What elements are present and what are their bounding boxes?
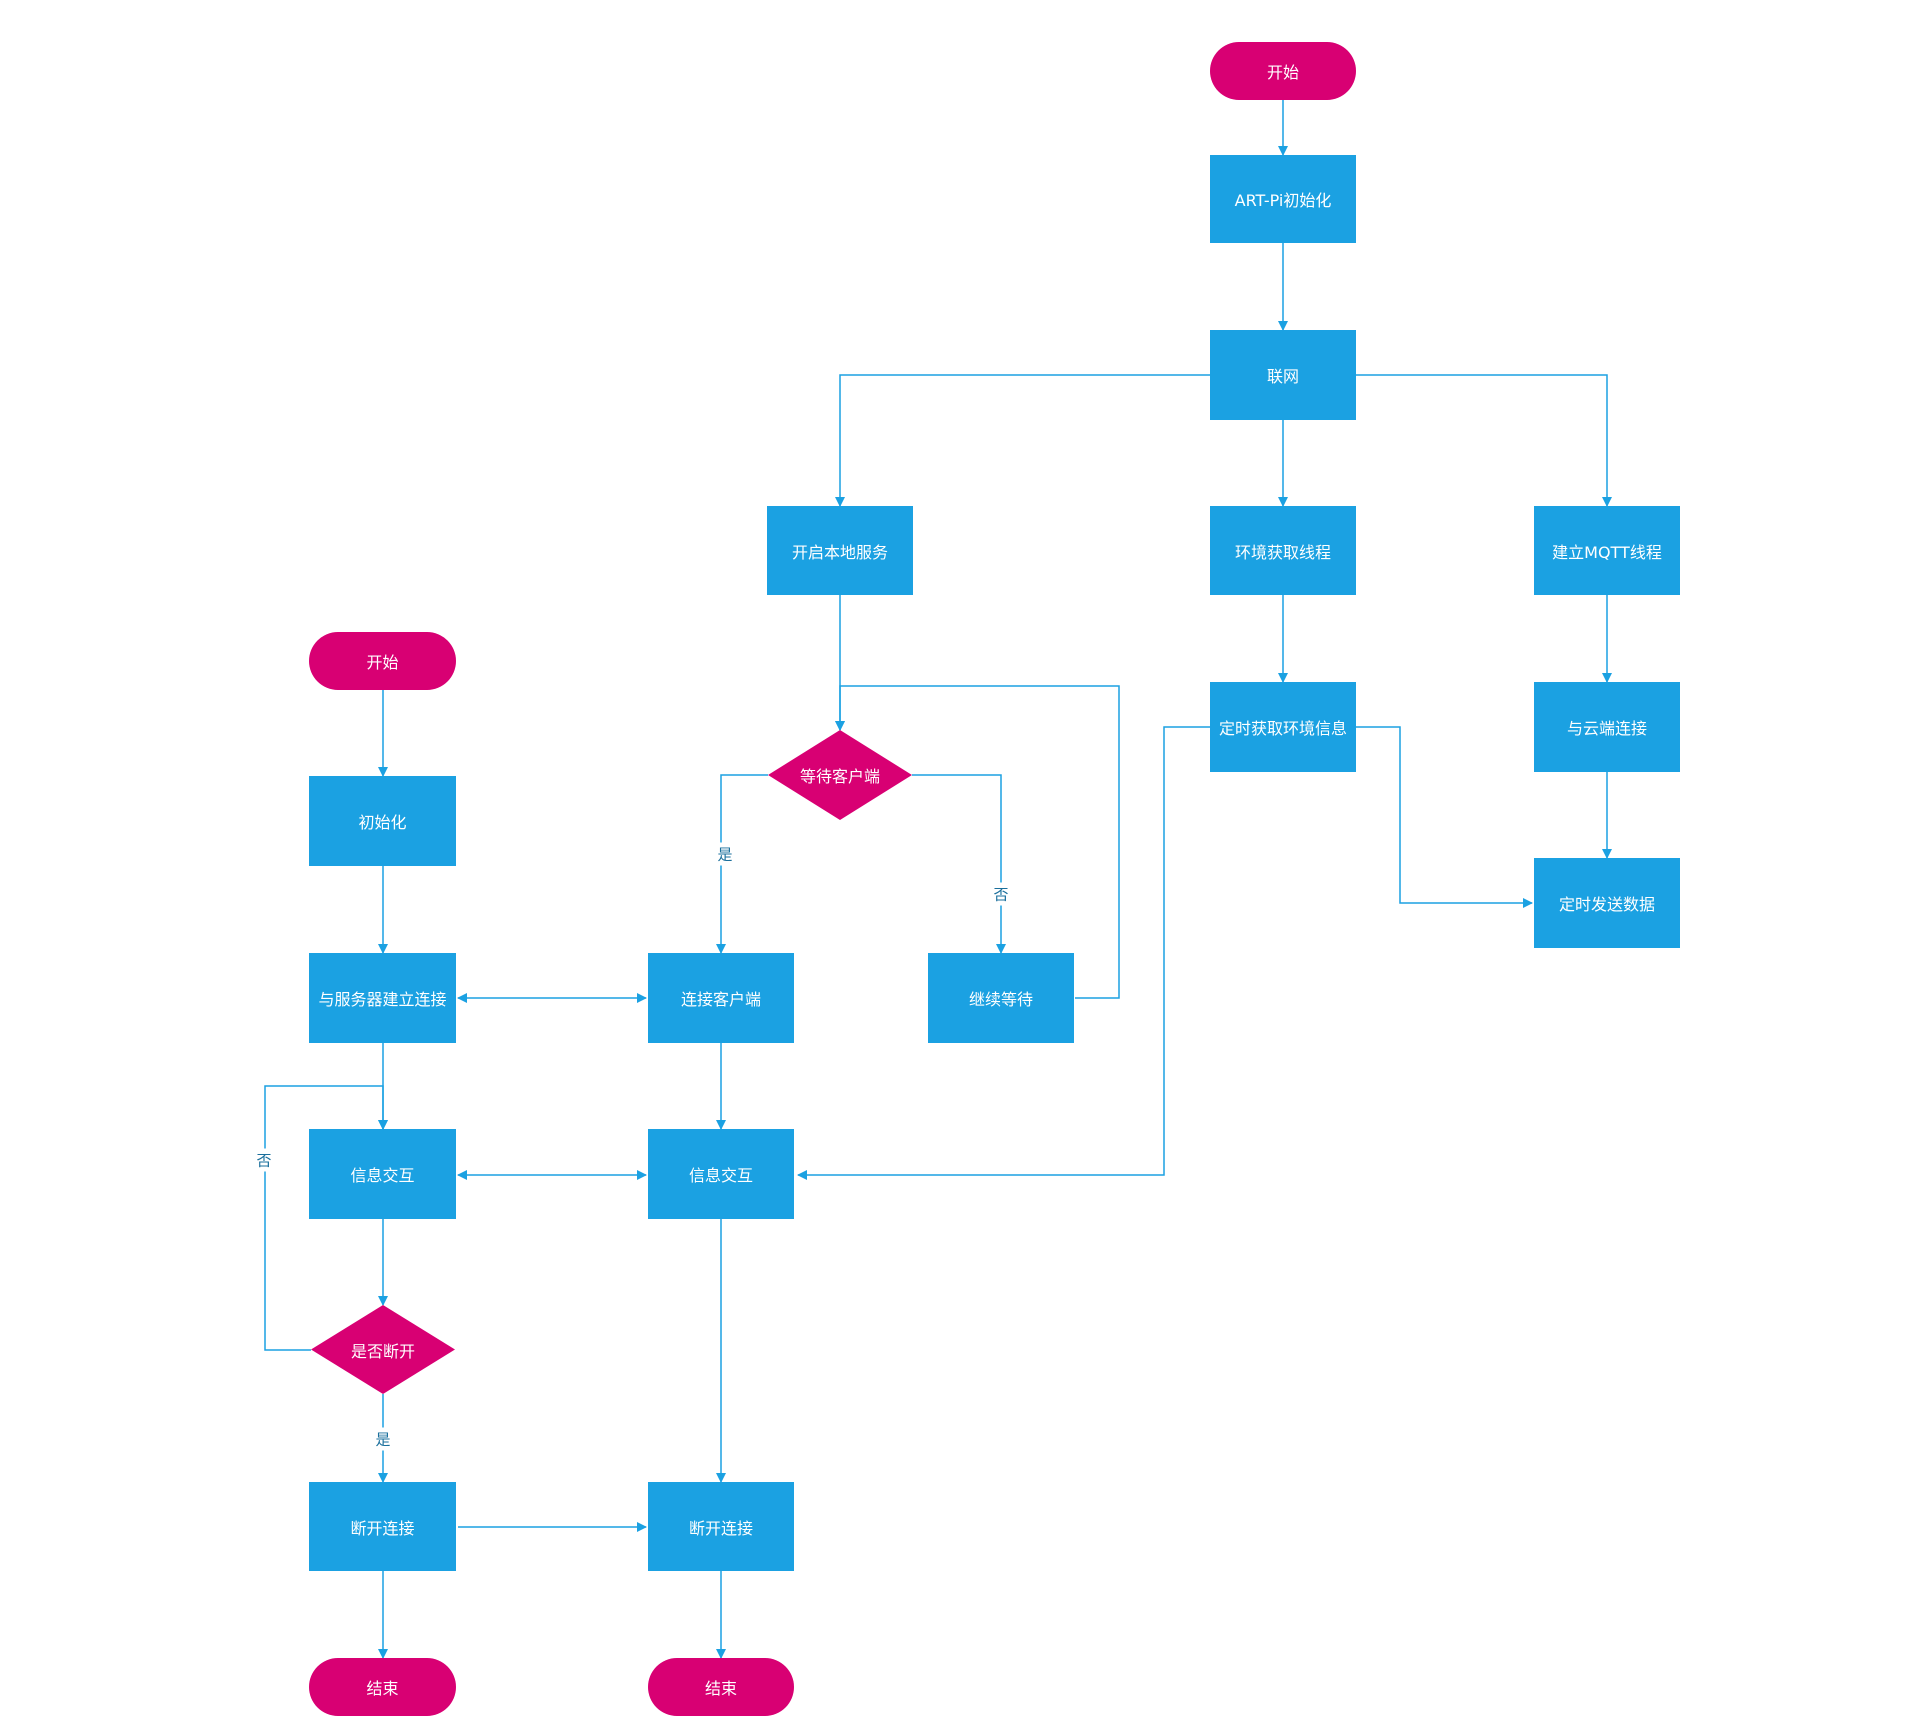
edge-keep-waiting-loop [835,685,1120,999]
edge-wait-yes [716,774,768,954]
wait-client-label: 等待客户端 [799,767,880,786]
keep-waiting-box: 继续等待 [928,953,1074,1043]
info-exchange-left-label: 信息交互 [350,1166,415,1185]
disconnect-left-box: 断开连接 [309,1482,456,1571]
start-right-label: 开始 [1266,63,1299,82]
info-exchange-left-box: 信息交互 [309,1129,456,1219]
timed-send-label: 定时发送数据 [1558,895,1655,914]
cloud-connect-box: 与云端连接 [1534,682,1680,772]
is-disconnected-label: 是否断开 [350,1341,415,1361]
start-left-terminal: 开始 [309,632,456,690]
cloud-connect-label: 与云端连接 [1566,719,1647,738]
timed-send-box: 定时发送数据 [1534,858,1680,948]
keep-waiting-label: 继续等待 [968,990,1033,1009]
timed-env-box: 定时获取环境信息 [1210,682,1356,772]
edge-network-to-local-service [835,374,1210,507]
network-label: 联网 [1266,367,1299,386]
edge-decision-no-loop [264,1085,388,1351]
timed-env-label: 定时获取环境信息 [1218,719,1347,738]
is-disconnected-diamond [311,1305,455,1394]
mqtt-thread-label: 建立MQTT线程 [1552,542,1662,562]
network-box: 联网 [1210,330,1356,420]
env-thread-label: 环境获取线程 [1234,542,1331,562]
artpi-init-label: ART-Pi初始化 [1234,191,1332,210]
is-disconnected-decision: 是否断开 [311,1305,455,1394]
disconnect-left-label: 断开连接 [350,1518,415,1538]
start-right-terminal: 开始 [1210,42,1356,100]
disconnect-right-box: 断开连接 [648,1482,794,1571]
env-thread-box: 环境获取线程 [1210,506,1356,595]
init-left-box: 初始化 [309,776,456,866]
mqtt-thread-box: 建立MQTT线程 [1534,506,1680,595]
end-left-label: 结束 [366,1679,399,1698]
edge-timed-env-to-timed-send [1356,726,1533,908]
connect-client-box: 连接客户端 [648,953,794,1043]
local-service-label: 开启本地服务 [791,542,888,562]
wait-client-diamond [768,730,912,820]
end-left-terminal: 结束 [309,1658,456,1716]
disconnect-right-label: 断开连接 [688,1518,753,1538]
end-right-label: 结束 [704,1679,737,1698]
init-left-label: 初始化 [358,813,407,832]
edge-wait-no [912,774,1006,954]
edge-label-wait-no: 否 [991,882,1011,906]
artpi-init-box: ART-Pi初始化 [1210,155,1356,243]
wait-client-decision: 等待客户端 [768,730,912,820]
info-exchange-right-box: 信息交互 [648,1129,794,1219]
edge-network-to-mqtt-thread [1356,374,1612,507]
connect-server-label: 与服务器建立连接 [318,990,447,1009]
edge-label-disc-yes: 是 [373,1427,393,1451]
start-left-label: 开始 [366,653,399,672]
edge-timed-env-to-info-exchange [797,726,1210,1180]
connect-server-box: 与服务器建立连接 [309,953,456,1043]
connect-client-label: 连接客户端 [680,990,761,1009]
local-service-box: 开启本地服务 [767,506,913,595]
end-right-terminal: 结束 [648,1658,794,1716]
info-exchange-right-label: 信息交互 [688,1166,753,1185]
edge-label-disc-no: 否 [254,1148,274,1172]
edge-label-wait-yes: 是 [715,842,735,866]
